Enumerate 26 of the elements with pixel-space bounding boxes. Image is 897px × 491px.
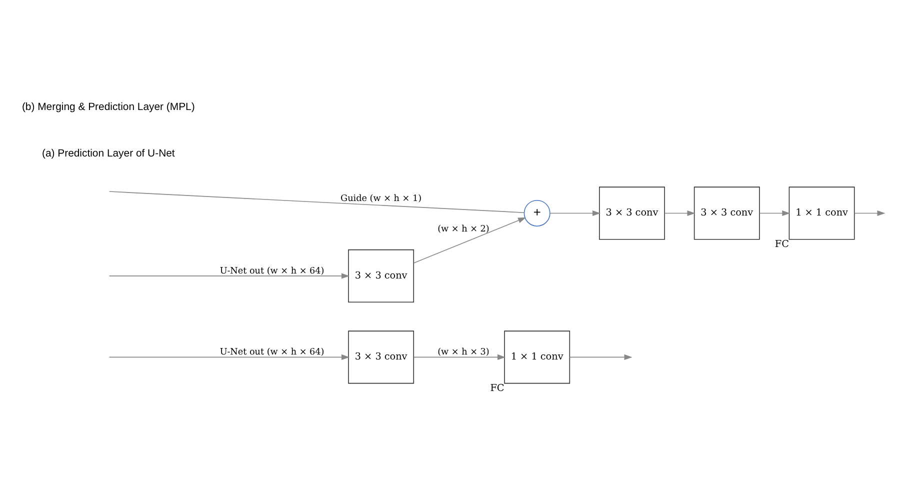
node-label: FC <box>774 238 790 250</box>
arrow <box>108 354 350 360</box>
connector <box>108 190 525 212</box>
arrow <box>569 354 632 360</box>
node-circle: + <box>524 199 550 226</box>
arrow <box>108 272 350 278</box>
node-box: 1 × 1 conv <box>788 186 855 240</box>
label: (a) Prediction Layer of U-Net <box>42 148 175 159</box>
edge-label: (w × h × 2) <box>438 224 490 234</box>
label: (b) Merging & Prediction Layer (MPL) <box>22 101 195 112</box>
edge-label: U-Net out (w × h × 64) <box>220 347 324 358</box>
arrow <box>550 210 601 216</box>
node-box: 1 × 1 conv <box>504 330 570 384</box>
edge-label: U-Net out (w × h × 64) <box>220 266 324 276</box>
arrow <box>413 216 526 263</box>
arrow <box>664 210 696 216</box>
edge-label: Guide (w × h × 1) <box>340 194 422 204</box>
node-box: 3 × 3 conv <box>694 186 760 240</box>
arrow <box>413 354 506 360</box>
node-label: FC <box>490 382 504 394</box>
node-box: 3 × 3 conv <box>599 186 665 240</box>
arrow <box>759 210 790 216</box>
node-box: 3 × 3 conv <box>348 330 414 384</box>
node-box: 3 × 3 conv <box>348 248 414 302</box>
arrow <box>854 210 886 216</box>
edge-label: (w × h × 3) <box>438 347 490 358</box>
